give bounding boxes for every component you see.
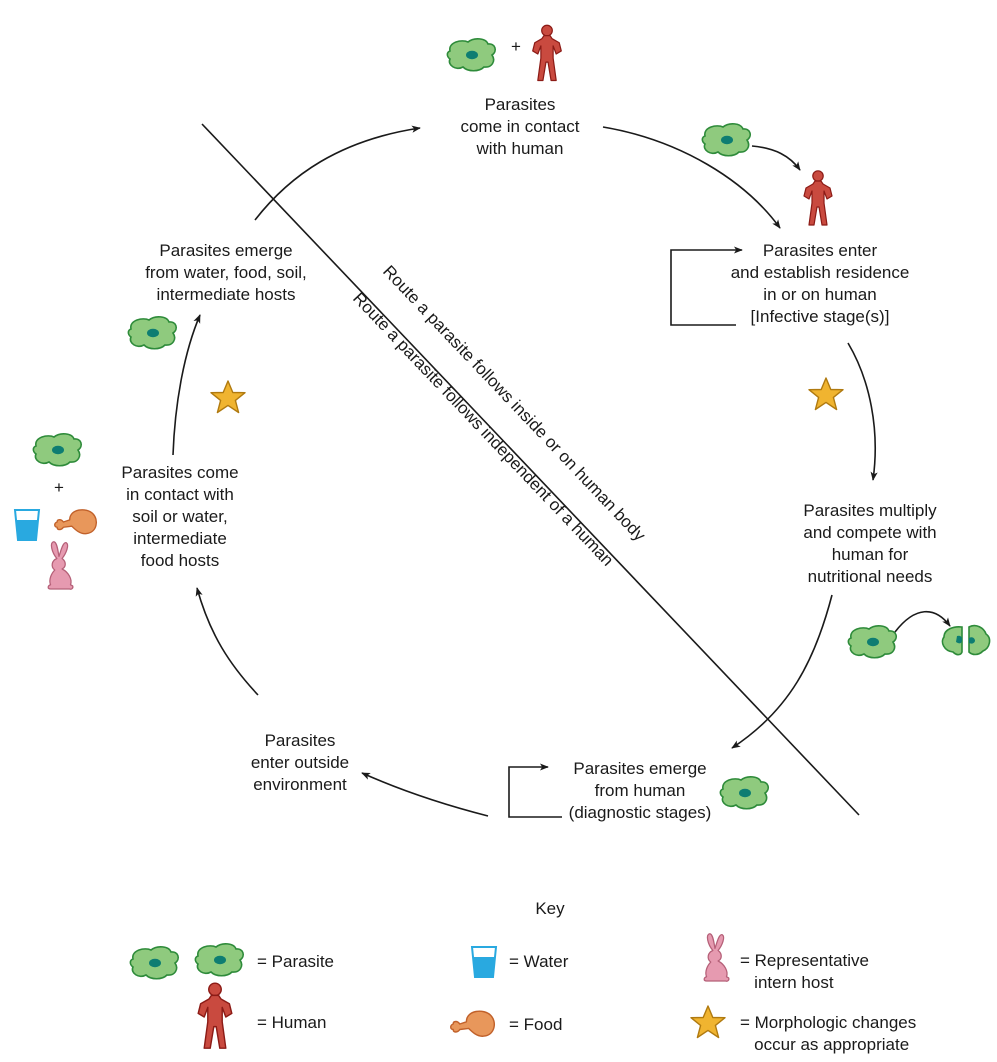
stage-contact-human: Parasites come in contact with human xyxy=(460,95,580,158)
bracket-enter-human xyxy=(670,246,743,326)
plus-sign: + xyxy=(54,478,64,497)
dividing-parasite-icon xyxy=(941,624,991,656)
stage-contact-soil: Parasites come in contact with soil or w… xyxy=(121,463,239,570)
arrow-to-outside xyxy=(361,772,489,817)
arrow-to-contact-human xyxy=(254,125,421,221)
key-parasite-label: = Parasite xyxy=(257,952,335,971)
key-host-label: = Representative intern host xyxy=(740,951,869,992)
rabbit-icon xyxy=(47,541,74,590)
arrow-to-emerge-human xyxy=(731,594,833,749)
key-rabbit-icon xyxy=(703,933,730,982)
key-human-icon xyxy=(197,982,233,1049)
parasite-icon xyxy=(446,37,497,72)
stage-enter-human: Parasites enter and establish residence … xyxy=(730,241,910,326)
key-food-label: = Food xyxy=(509,1015,563,1034)
route-independent-label: Route a parasite follows independent of … xyxy=(349,289,617,570)
water-icon xyxy=(14,509,40,541)
key-parasite-icon xyxy=(194,942,245,977)
arrow-to-multiply xyxy=(847,342,878,481)
arrow-parasite-division xyxy=(894,610,951,633)
arrow-to-contact-soil xyxy=(195,587,259,696)
human-icon xyxy=(532,24,562,82)
star-icon xyxy=(210,380,246,414)
parasite-icon xyxy=(847,624,898,659)
key-star-label: = Morphologic changes occur as appropria… xyxy=(740,1013,917,1054)
route-divider-line xyxy=(201,123,860,816)
key-human-label: = Human xyxy=(257,1013,327,1032)
plus-sign: + xyxy=(511,37,521,56)
arrow-parasite-to-human xyxy=(751,145,801,171)
stage-enter-outside: Parasites enter outside environment xyxy=(250,731,350,794)
star-icon xyxy=(808,377,844,411)
parasite-icon xyxy=(127,315,178,350)
key-food-icon xyxy=(450,1010,496,1037)
arrow-to-enter-human xyxy=(602,126,781,229)
arrow-to-emerge-water xyxy=(172,314,201,456)
bracket-emerge-human xyxy=(508,763,562,818)
key-water-icon xyxy=(471,946,497,978)
human-icon xyxy=(803,170,833,226)
stage-multiply: Parasites multiply and compete with huma… xyxy=(803,501,937,586)
key-water-label: = Water xyxy=(509,952,569,971)
stage-emerge-human: Parasites emerge from human (diagnostic … xyxy=(568,759,712,822)
parasite-icon xyxy=(701,122,752,157)
parasite-icon xyxy=(32,432,83,467)
food-icon xyxy=(54,509,98,535)
stage-emerge-water: Parasites emerge from water, food, soil,… xyxy=(145,241,307,304)
route-inside-label: Route a parasite follows inside or on hu… xyxy=(379,262,649,546)
key-star-icon xyxy=(690,1005,726,1039)
key-title: Key xyxy=(535,899,565,918)
key-parasite-icon xyxy=(129,945,180,980)
